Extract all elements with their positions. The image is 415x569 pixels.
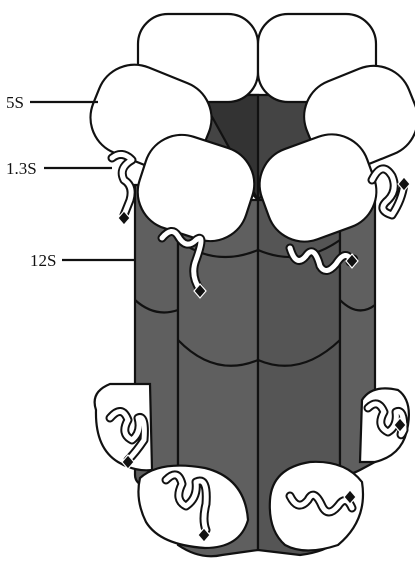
- label-1-3s: 1.3S: [6, 159, 37, 178]
- label-5s: 5S: [6, 93, 24, 112]
- label-12s: 12S: [30, 251, 56, 270]
- one-three-s-upper-right: [372, 169, 410, 215]
- one-three-s-upper-left: [112, 154, 132, 225]
